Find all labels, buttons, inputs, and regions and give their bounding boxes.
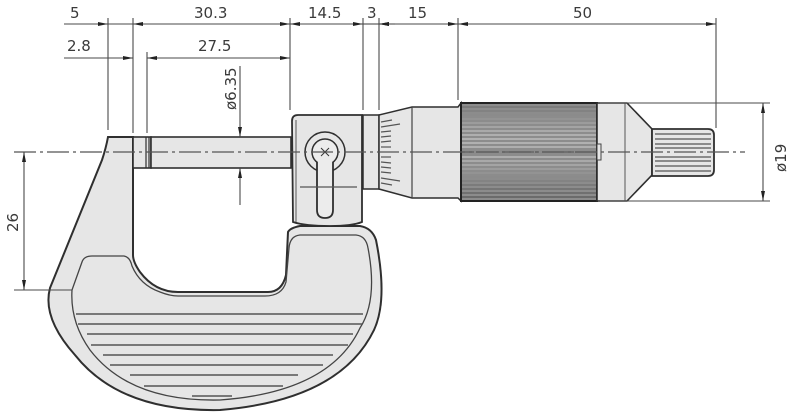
frame-inner-relief bbox=[71, 234, 373, 401]
dim-label-thimble-diameter: ø19 bbox=[772, 144, 790, 172]
frame-outline bbox=[47, 136, 383, 412]
dim-label-50: 50 bbox=[573, 4, 592, 22]
dim-label-3: 3 bbox=[367, 4, 377, 22]
dim-label-14-5: 14.5 bbox=[308, 4, 341, 22]
sleeve-scale-ticks bbox=[380, 119, 401, 186]
dim-label-15: 15 bbox=[408, 4, 427, 22]
dim-label-frame-depth: 26 bbox=[4, 213, 22, 232]
lock-lever bbox=[316, 162, 334, 219]
dim-label-spindle-diameter: ø6.35 bbox=[222, 67, 240, 110]
thimble bbox=[460, 102, 598, 202]
extension-lines bbox=[14, 18, 770, 291]
dim-label-5: 5 bbox=[70, 4, 80, 22]
ratchet-knurling bbox=[655, 133, 711, 172]
frame-grip-lines bbox=[76, 313, 363, 397]
spindle-lock bbox=[291, 114, 363, 227]
dim-label-2-8: 2.8 bbox=[67, 37, 91, 55]
frame bbox=[47, 136, 383, 412]
dim-label-30-3: 30.3 bbox=[194, 4, 227, 22]
dimension-labels: 5 30.3 14.5 3 15 50 2.8 27.5 ø6.35 ø19 2… bbox=[4, 4, 790, 232]
dim-label-27-5: 27.5 bbox=[198, 37, 231, 55]
dimension-lines bbox=[22, 22, 765, 290]
